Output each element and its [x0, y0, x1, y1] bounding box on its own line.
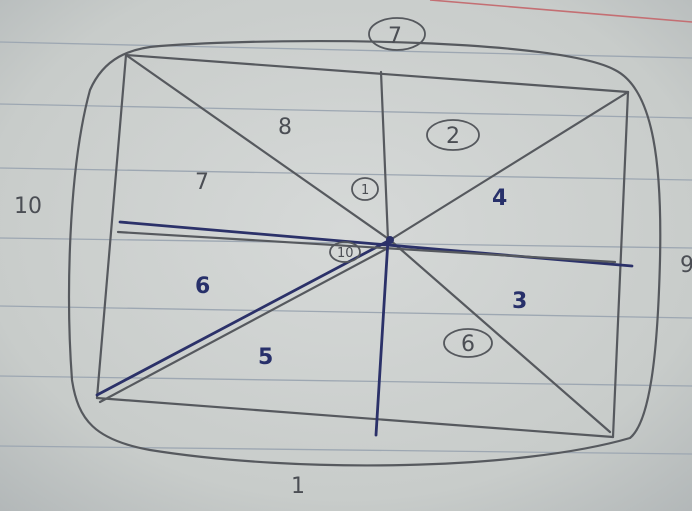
label-region-left: 6 — [195, 274, 210, 299]
label-bottom: 1 — [291, 474, 305, 499]
label-circled-center: 10 — [337, 246, 354, 261]
label-region-right: 4 — [492, 186, 507, 211]
label-region-lower-right: 3 — [512, 289, 527, 314]
label-circled-center-upper: 1 — [361, 183, 369, 198]
label-top-circled: 7 — [388, 24, 402, 49]
margin-line — [429, 0, 692, 23]
center-point — [386, 236, 394, 244]
annotation-circles — [329, 17, 493, 358]
label-region-upper-left: 7 — [195, 170, 209, 195]
label-region-upper-left-top: 8 — [278, 115, 292, 140]
label-left-side: 10 — [14, 194, 42, 219]
label-region-lower-left: 5 — [258, 345, 273, 370]
label-region-lower-right-circled: 6 — [461, 332, 475, 357]
label-right-side: 9 — [680, 253, 692, 278]
midlines — [116, 70, 634, 437]
label-region-upper-right-circled: 2 — [446, 124, 460, 149]
diagonals — [95, 53, 630, 434]
outer-enclosure — [68, 39, 662, 467]
